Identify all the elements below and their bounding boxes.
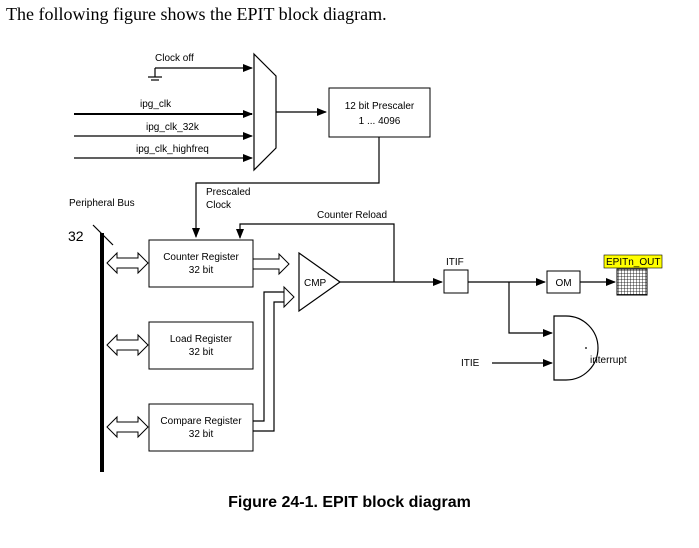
bus-width-label: 32: [68, 228, 84, 244]
compare-register-width: 32 bit: [189, 429, 214, 440]
peripheral-bus-label: Peripheral Bus: [69, 198, 135, 209]
ipg-clk-32k-input: ipg_clk_32k: [74, 122, 253, 140]
compare-register: Compare Register 32 bit: [148, 403, 254, 452]
counter-reload-label: Counter Reload: [317, 210, 387, 221]
itif-flag: ITIF: [443, 257, 469, 294]
itie-label: ITIE: [461, 358, 480, 369]
counter-to-cmp-arrow: [252, 252, 290, 276]
prescaler-range: 1 ... 4096: [359, 116, 401, 127]
om-label: OM: [555, 278, 571, 289]
itif-label: ITIF: [446, 257, 464, 268]
prescaled-label-2: Clock: [206, 200, 232, 211]
compare-bus-arrow: [106, 415, 149, 439]
counter-reload-path: Counter Reload: [236, 210, 395, 282]
intro-text: The following figure shows the EPIT bloc…: [6, 4, 387, 24]
prescaled-label-1: Prescaled: [206, 187, 250, 198]
counter-register-width: 32 bit: [189, 265, 214, 276]
om-block: OM: [546, 270, 581, 294]
prescaler-block: 12 bit Prescaler 1 ... 4096: [328, 87, 431, 138]
clock-off-label: Clock off: [155, 53, 194, 64]
ipg-clk-highfreq-label: ipg_clk_highfreq: [136, 144, 209, 155]
clock-off-input: Clock off: [148, 53, 253, 81]
cmp-label: CMP: [304, 278, 327, 289]
load-register: Load Register 32 bit: [148, 321, 254, 370]
counter-register: Counter Register 32 bit: [148, 239, 254, 288]
cmp-comparator: CMP: [298, 251, 342, 313]
peripheral-bus: Peripheral Bus 32: [68, 198, 135, 472]
counter-register-label: Counter Register: [163, 252, 239, 263]
prescaler-label: 12 bit Prescaler: [345, 101, 415, 112]
load-bus-arrow: [106, 333, 149, 357]
ipg-clk-32k-label: ipg_clk_32k: [146, 122, 200, 133]
load-register-label: Load Register: [170, 334, 233, 345]
compare-to-cmp-path: [253, 285, 295, 432]
compare-register-label: Compare Register: [160, 416, 242, 427]
ipg-clk-highfreq-input: ipg_clk_highfreq: [74, 144, 253, 162]
clock-mux: [253, 52, 277, 172]
epit-out-pin: EPITn_OUT: [603, 254, 663, 296]
counter-bus-arrow: [106, 251, 149, 275]
figure-caption: Figure 24-1. EPIT block diagram: [228, 494, 471, 511]
load-register-width: 32 bit: [189, 347, 214, 358]
ipg-clk-label: ipg_clk: [140, 99, 172, 110]
prescaled-clock-path: Prescaled Clock: [192, 137, 380, 238]
interrupt-label: interrupt: [590, 355, 627, 366]
and-gate: [553, 315, 599, 381]
ipg-clk-input: ipg_clk: [74, 99, 253, 118]
epit-out-label: EPITn_OUT: [606, 257, 660, 268]
